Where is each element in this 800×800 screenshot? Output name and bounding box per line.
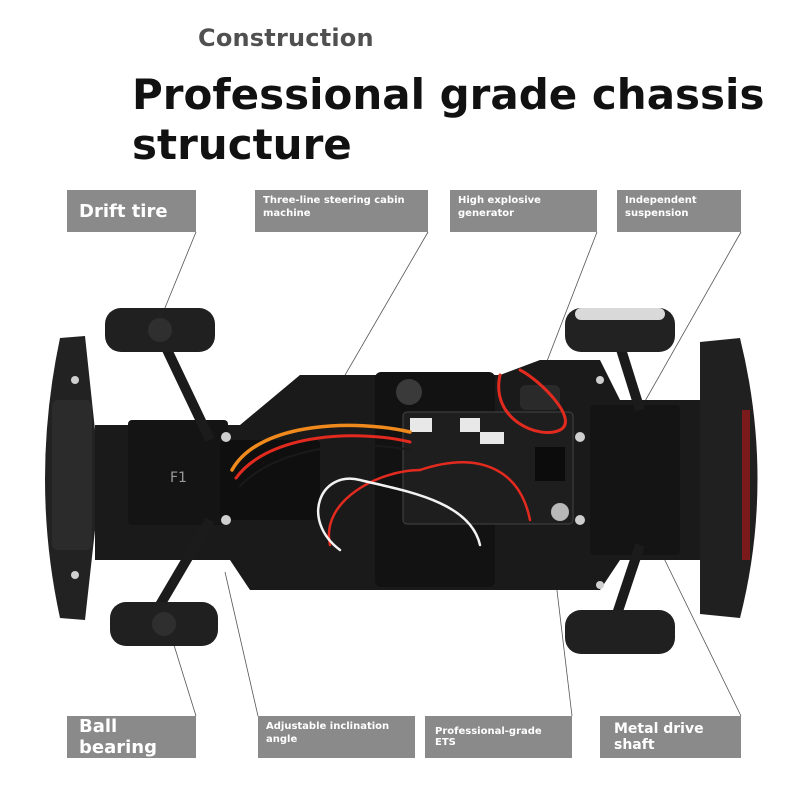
rear-light-bar — [742, 410, 750, 560]
page-title: Professional grade chassis structure — [132, 70, 765, 169]
board-connector-2 — [460, 418, 480, 432]
esc-receiver-board — [402, 411, 574, 525]
board-connector-3 — [480, 432, 504, 444]
board-chip — [535, 447, 565, 481]
rear-gearbox — [590, 405, 680, 555]
screws — [71, 376, 604, 589]
motor — [520, 385, 560, 410]
callout-suspension: Independent suspension — [617, 190, 741, 232]
callout-steering-servo: Three-line steering cabin machine — [255, 190, 428, 232]
callout-drift-tire: Drift tire — [67, 190, 196, 232]
front-bumper-plate — [52, 400, 92, 550]
callout-drive-shaft: Metal drive shaft — [600, 716, 741, 758]
callout-ball-bearing: Ball bearing — [67, 716, 196, 758]
rear-bottom-wheel — [565, 610, 675, 654]
front-arm-top — [155, 332, 215, 443]
rear-arm-bottom — [610, 543, 645, 622]
page-eyebrow: Construction — [198, 24, 374, 52]
wheels — [105, 308, 675, 654]
callout-ets: Professional-grade ETS — [425, 716, 572, 758]
board-capacitor — [551, 503, 569, 521]
board-connector-1 — [410, 418, 432, 432]
battery-cover-hole — [396, 379, 422, 405]
front-servo — [128, 420, 228, 525]
front-arm-bottom — [155, 517, 215, 608]
callout-inclination-angle: Adjustable inclination angle — [258, 716, 415, 758]
wiring — [230, 368, 567, 552]
servo-marking: F1 — [170, 470, 187, 486]
servo-housing — [220, 440, 320, 520]
callout-generator: High explosive generator — [450, 190, 597, 232]
